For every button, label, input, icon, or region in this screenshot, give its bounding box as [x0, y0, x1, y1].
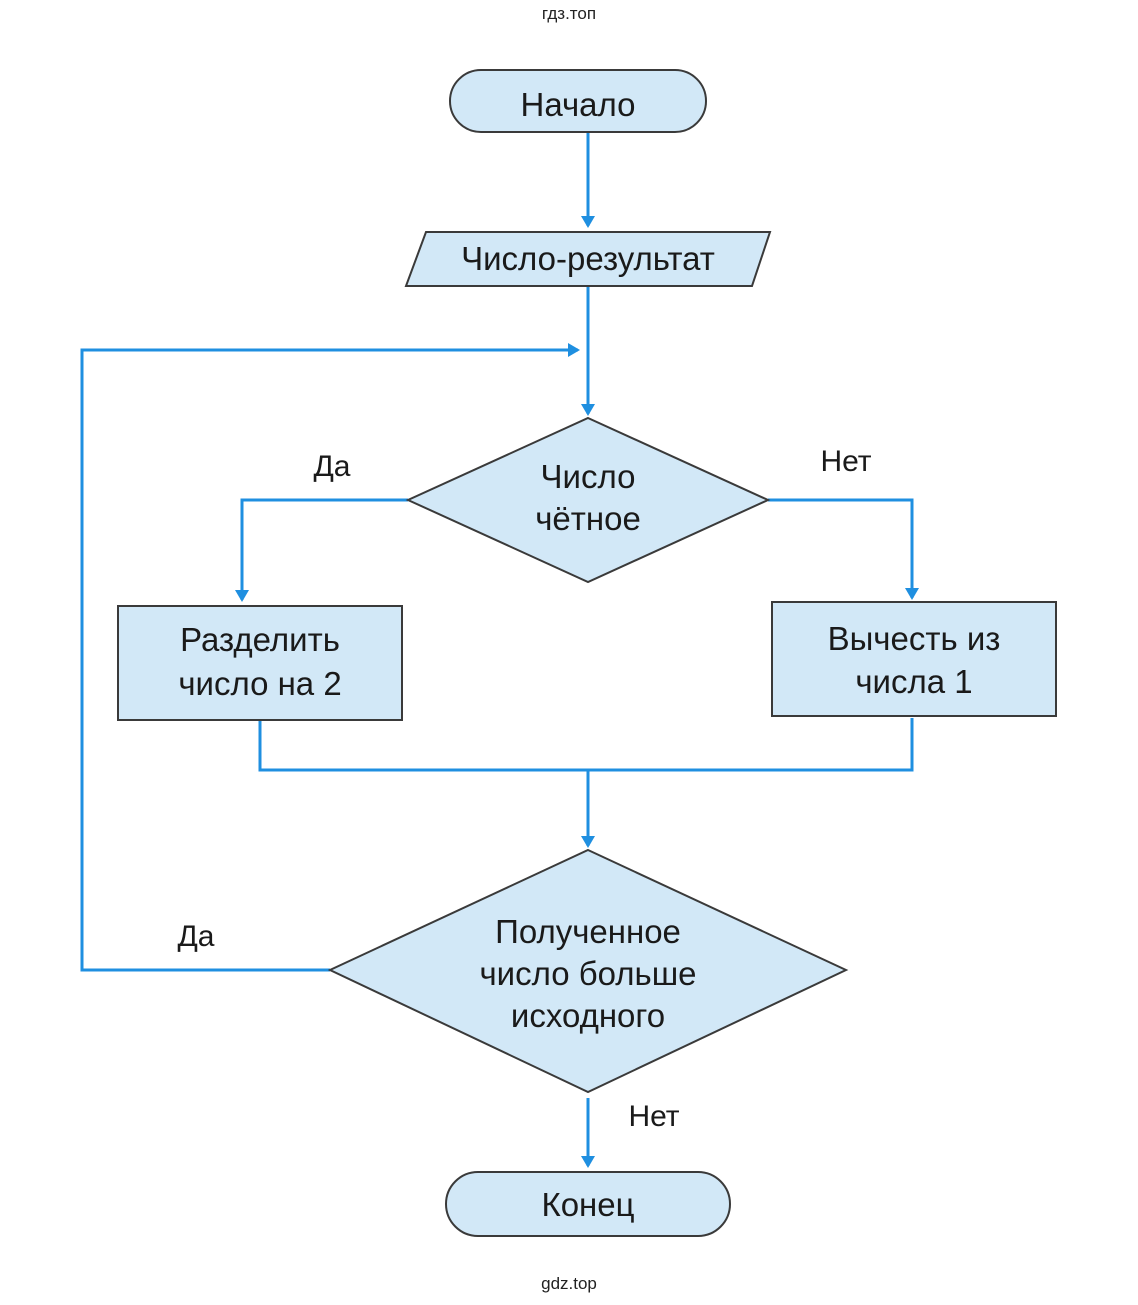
arrow-decision1-yes: [235, 498, 408, 602]
decision-greater: Полученное число больше исходного: [327, 848, 849, 1094]
end-label: Конец: [541, 1186, 634, 1223]
end-node: Конец: [445, 1171, 731, 1237]
decision-greater-line2: число больше: [479, 955, 696, 992]
decision-even-line2: чётное: [535, 500, 641, 537]
line-process-no-to-merge: [588, 718, 914, 772]
decision-greater-yes-label: Да: [177, 920, 214, 953]
arrow-decision1-no: [768, 498, 919, 600]
start-label: Начало: [521, 86, 636, 123]
process-subtract: Вычесть из числа 1: [771, 601, 1057, 717]
process-subtract-line1: Вычесть из: [828, 620, 1001, 657]
decision-even-no-label: Нет: [820, 445, 871, 478]
decision-greater-line3: исходного: [511, 997, 665, 1034]
connectors: [80, 128, 919, 1168]
watermark-top: гдз.топ: [541, 4, 597, 23]
start-node: Начало: [449, 69, 707, 133]
decision-greater-line1: Полученное: [495, 913, 681, 950]
decision-even: Число чётное: [405, 416, 771, 584]
decision-greater-no-label: Нет: [628, 1100, 679, 1133]
decision-even-line1: Число: [541, 458, 636, 495]
arrow-decision2-yes-loop: [80, 343, 580, 972]
process-divide-line2: число на 2: [178, 665, 341, 702]
process-divide: Разделить число на 2: [117, 605, 403, 721]
process-subtract-line2: числа 1: [855, 663, 972, 700]
watermark-bottom: gdz.top: [541, 1274, 597, 1293]
line-process-yes-to-merge: [258, 720, 588, 772]
input-label: Число-результат: [461, 240, 715, 277]
process-divide-line1: Разделить: [180, 621, 340, 658]
input-node: Число-результат: [404, 231, 772, 287]
decision-even-yes-label: Да: [313, 450, 350, 483]
